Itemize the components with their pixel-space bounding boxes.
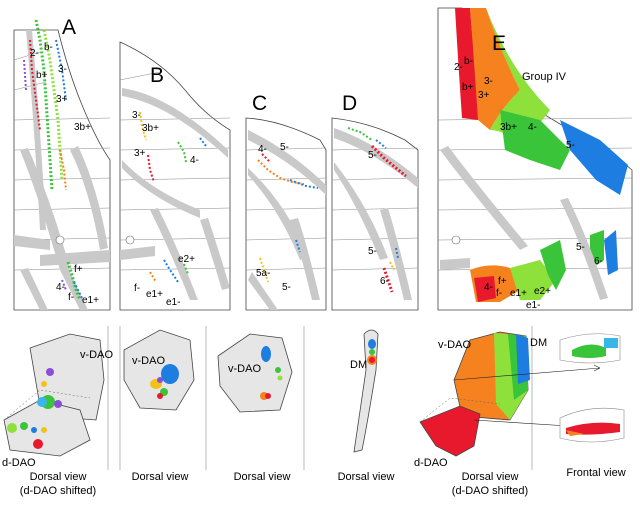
- zone-label: 4-: [528, 122, 537, 133]
- zone-blue-lower: [604, 230, 618, 275]
- panel-a-map: A b- 2- b+ 3- 3+ 3b+ f+ 4- f- e1+: [13, 16, 111, 311]
- panel-c-olive: v-DAO Dorsal view: [217, 326, 305, 483]
- zone-label: f-: [496, 288, 502, 299]
- panel-a-label-dots: [23, 19, 83, 301]
- zone-label: e1+: [510, 288, 527, 299]
- group-label: Group IV: [522, 71, 567, 83]
- zone-label: 6-: [380, 276, 389, 287]
- caption-line: Dorsal view: [338, 471, 395, 483]
- zone-label: 3b+: [500, 122, 517, 133]
- zone-label: b+: [462, 82, 474, 93]
- zone-label: 3+: [56, 94, 68, 105]
- zone-orange: [470, 8, 520, 130]
- panel-b-label-dots: [139, 111, 207, 283]
- panel-a-olive: v-DAO d-DAO Dorsal view (d-DAO shifted): [2, 326, 113, 497]
- zone-label: 3-: [484, 76, 493, 87]
- panel-c-label-dots: [257, 153, 319, 283]
- zone-label: e2+: [178, 254, 195, 265]
- zone-green-lower2: [540, 240, 566, 290]
- panel-b-letter: B: [150, 64, 164, 87]
- zone-label: 5-: [368, 150, 377, 161]
- zone-label: e1+: [146, 289, 163, 300]
- zone-label: b-: [464, 56, 473, 67]
- zone-label: f-: [68, 292, 74, 303]
- caption-line: Dorsal view: [234, 471, 291, 483]
- caption-line: Dorsal view: [462, 471, 519, 483]
- zone-label: f+: [74, 264, 83, 275]
- zone-label: 5-: [280, 142, 289, 153]
- nucleus-label: v-DAO: [228, 363, 261, 375]
- zone-label: 4-: [258, 144, 267, 155]
- zone-label: e2+: [534, 286, 551, 297]
- zone-label: 3-: [58, 64, 67, 75]
- nucleus-label: d-DAO: [2, 457, 36, 469]
- nucleus-label: DM: [350, 359, 367, 371]
- panel-a-letter: A: [62, 16, 76, 39]
- zone-label: 3b+: [142, 123, 159, 134]
- zone-label: 4-: [56, 282, 65, 293]
- caption-line: (d-DAO shifted): [20, 485, 96, 497]
- zone-label: e1+: [82, 295, 99, 306]
- zone-label: 3+: [134, 148, 146, 159]
- zone-label: 2-: [454, 62, 463, 73]
- caption-line: (d-DAO shifted): [452, 485, 528, 497]
- zone-label: f+: [498, 276, 507, 287]
- panel-e-map: E Group IV 2- b- b+ 3- 3+ 3b+ 4- 5- 5- 6…: [437, 7, 633, 311]
- panel-c-map: C 4- 5- 5a- 5-: [245, 92, 327, 311]
- zone-lightgreen: [486, 8, 550, 140]
- zone-green: [500, 110, 570, 170]
- zone-label: 4-: [190, 155, 199, 166]
- zone-red: [455, 8, 480, 120]
- zone-label: 5-: [566, 140, 575, 151]
- panel-b-olive: v-DAO Dorsal view: [119, 326, 207, 483]
- zone-label: 3+: [478, 90, 490, 101]
- zone-label: 3-: [132, 110, 141, 121]
- zone-label: f-: [134, 283, 140, 294]
- zone-label: 4-: [484, 282, 493, 293]
- panel-e-olive: v-DAO DM d-DAO Dorsal view (d-DAO shifte…: [414, 326, 626, 497]
- zone-label: 3b+: [74, 122, 91, 133]
- panel-b-map: B 3- 3b+ 3+ 4- e2+ f- e1+ e1-: [119, 41, 231, 311]
- caption-line: Dorsal view: [132, 471, 189, 483]
- nucleus-label: v-DAO: [80, 349, 113, 361]
- panel-d-map: D 5- 5- 6-: [331, 92, 419, 311]
- zone-blue: [560, 120, 628, 195]
- nucleus-label: v-DAO: [438, 339, 471, 351]
- zone-label: 5-: [282, 282, 291, 293]
- zone-label: e1-: [166, 297, 180, 308]
- zone-lightgreen-lower: [510, 260, 556, 300]
- zone-label: b+: [36, 70, 48, 81]
- zone-red-lower: [474, 276, 496, 302]
- zone-label: 5a-: [256, 268, 270, 279]
- nucleus-label: d-DAO: [414, 457, 448, 469]
- zone-label: 5-: [576, 242, 585, 253]
- zone-label: e1-: [526, 300, 540, 311]
- caption-line: Dorsal view: [30, 471, 87, 483]
- nucleus-label: v-DAO: [132, 355, 165, 367]
- panel-e-letter: E: [492, 32, 506, 55]
- panel-d-letter: D: [342, 92, 357, 115]
- panel-d-olive: DM Dorsal view: [338, 329, 395, 483]
- panel-c-letter: C: [252, 92, 267, 115]
- zone-label: 6-: [594, 256, 603, 267]
- zone-label: 2-: [30, 48, 39, 59]
- zone-label: b-: [44, 42, 53, 53]
- zone-label: 5-: [368, 246, 377, 257]
- frontal-view-caption: Frontal view: [566, 467, 625, 479]
- panel-d-label-dots: [347, 127, 407, 293]
- nucleus-label: DM: [530, 337, 547, 349]
